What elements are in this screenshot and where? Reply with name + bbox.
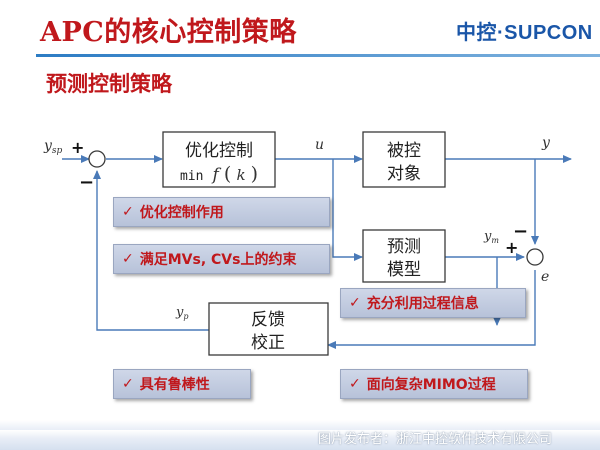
sum2-plus-sign: + (505, 238, 518, 257)
slide-title: APC的核心控制策略 (40, 17, 297, 48)
model-label-line2: 模型 (387, 260, 421, 280)
plant-label-line2: 对象 (387, 164, 421, 184)
footer-band (0, 430, 600, 450)
plant-label-line1: 被控 (387, 141, 421, 161)
summing-junction-1 (88, 150, 106, 168)
summing-junction-2 (526, 248, 544, 266)
sum1-plus-sign: + (71, 138, 84, 157)
model-block (362, 229, 446, 283)
sum2-minus-sign: − (513, 221, 528, 242)
title-divider (36, 54, 600, 57)
yp-feedback-line (93, 170, 209, 331)
feedback-block (208, 302, 329, 356)
callout-robustness-text: 具有鲁棒性 (139, 377, 210, 393)
callout-process-info-text: 充分利用过程信息 (366, 296, 479, 312)
feedback-label-line1: 反馈 (251, 310, 285, 330)
check-icon: ✓ (122, 204, 134, 220)
callout-optimize-text: 优化控制作用 (139, 205, 224, 221)
footer-decoration (0, 420, 600, 432)
sum1-minus-sign: − (79, 172, 94, 193)
u-to-model-line (332, 159, 363, 261)
callout-optimize: ✓ 优化控制作用 (113, 197, 330, 227)
optimizer-objective: min f ( k ) (180, 163, 258, 185)
callout-process-info: ✓ 充分利用过程信息 (340, 288, 526, 318)
feedback-label-line2: 校正 (251, 333, 285, 353)
supcon-logo: 中控·SUPCON (456, 22, 593, 44)
check-icon: ✓ (349, 295, 361, 311)
section-subtitle: 预测控制策略 (46, 72, 172, 96)
optimizer-block (162, 131, 276, 188)
callout-mimo: ✓ 面向复杂MIMO过程 (340, 369, 528, 399)
optimizer-label: 优化控制 (185, 141, 253, 161)
check-icon: ✓ (349, 376, 361, 392)
check-icon: ✓ (122, 376, 134, 392)
e-label: e (541, 269, 549, 285)
callout-mimo-text: 面向复杂MIMO过程 (366, 377, 496, 393)
ysp-label: ysp (43, 138, 63, 156)
u-label: u (315, 137, 324, 153)
plant-block (362, 131, 446, 188)
e-to-feedback-line (327, 270, 536, 349)
callout-constraints-text: 满足MVs, CVs上的约束 (139, 252, 297, 268)
yp-label: yp (175, 305, 188, 321)
y-label: y (541, 135, 551, 151)
callout-robustness: ✓ 具有鲁棒性 (113, 369, 251, 399)
check-icon: ✓ (122, 251, 134, 267)
publisher-watermark: 图片发布者：浙江中控软件技术有限公司 (318, 432, 553, 447)
model-label-line1: 预测 (387, 237, 421, 257)
ym-label: ym (483, 229, 499, 245)
callout-constraints: ✓ 满足MVs, CVs上的约束 (113, 244, 330, 274)
